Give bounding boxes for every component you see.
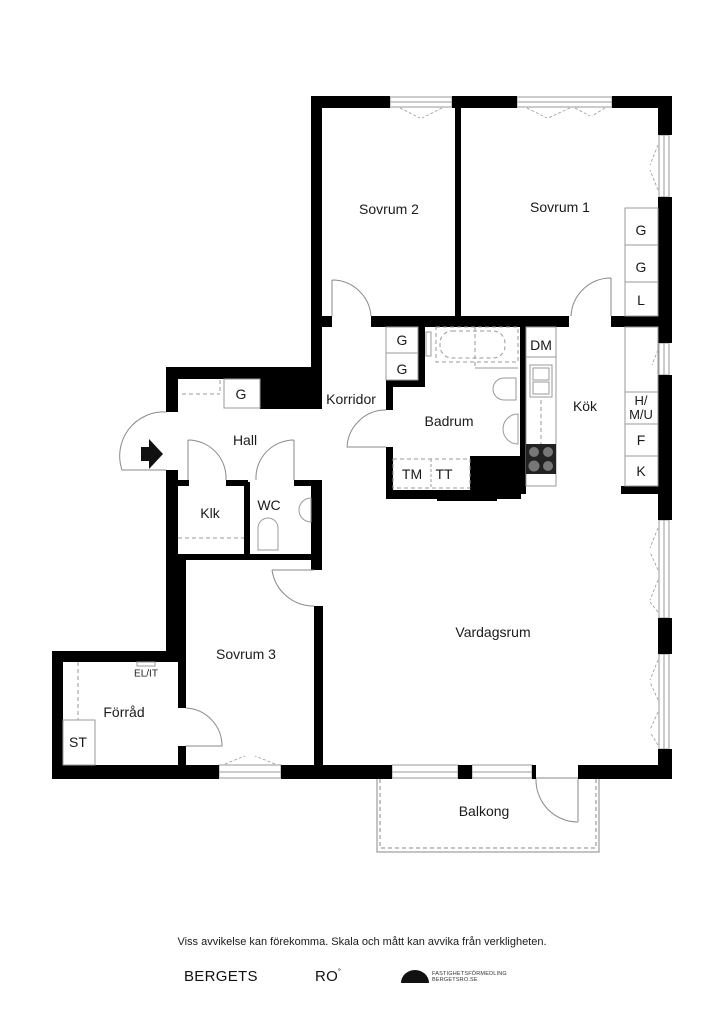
room-label-wc: WC (257, 497, 281, 513)
room-label-vardagsrum: Vardagsrum (455, 624, 531, 640)
kitchen-unit-hmu-label: H/ M/U (629, 393, 653, 422)
room-label-sovrum-1: Sovrum 1 (530, 199, 590, 215)
dryer-label: TT (435, 466, 453, 482)
wardrobe-label: G (235, 386, 247, 402)
linen-closet-label: L (637, 292, 645, 308)
fixture-outlines (62, 207, 659, 766)
wardrobe-label: G (635, 222, 647, 238)
room-label-klk: Klk (200, 505, 220, 521)
disclaimer-text: Viss avvikelse kan förekomma. Skala och … (177, 936, 547, 948)
wardrobe-label: G (396, 332, 408, 348)
entrance-arrow-icon (141, 439, 163, 469)
room-label-badrum: Badrum (424, 413, 474, 429)
brand-tagline: FASTIGHETSFÖRMEDLING BERGETSRO.SE (432, 971, 507, 983)
room-label-kok: Kök (572, 398, 598, 414)
brand-ro: RO˚ (315, 968, 342, 985)
storage-label: ST (69, 734, 87, 750)
fridge-label: K (636, 463, 646, 479)
brand-bergets: BERGETS (184, 968, 258, 985)
walls (52, 96, 672, 779)
washer-label: TM (401, 466, 423, 482)
room-label-hall: Hall (232, 432, 258, 448)
windows (218, 96, 670, 779)
window-swing-marks (224, 107, 659, 765)
wardrobe-label: G (635, 259, 647, 275)
room-label-sovrum-3: Sovrum 3 (216, 646, 276, 662)
dishwasher-label: DM (530, 337, 552, 353)
room-label-korridor: Korridor (326, 391, 376, 407)
brand-logo-icon (401, 970, 429, 983)
room-label-forrad: Förråd (103, 704, 145, 720)
freezer-label: F (636, 432, 646, 448)
electrical-panel-label: EL/IT (134, 668, 158, 680)
room-label-sovrum-2: Sovrum 2 (359, 201, 419, 217)
door-swings (119, 277, 612, 823)
wardrobe-label: G (396, 361, 408, 377)
room-label-balkong: Balkong (458, 803, 510, 819)
stove-icon (526, 444, 556, 474)
